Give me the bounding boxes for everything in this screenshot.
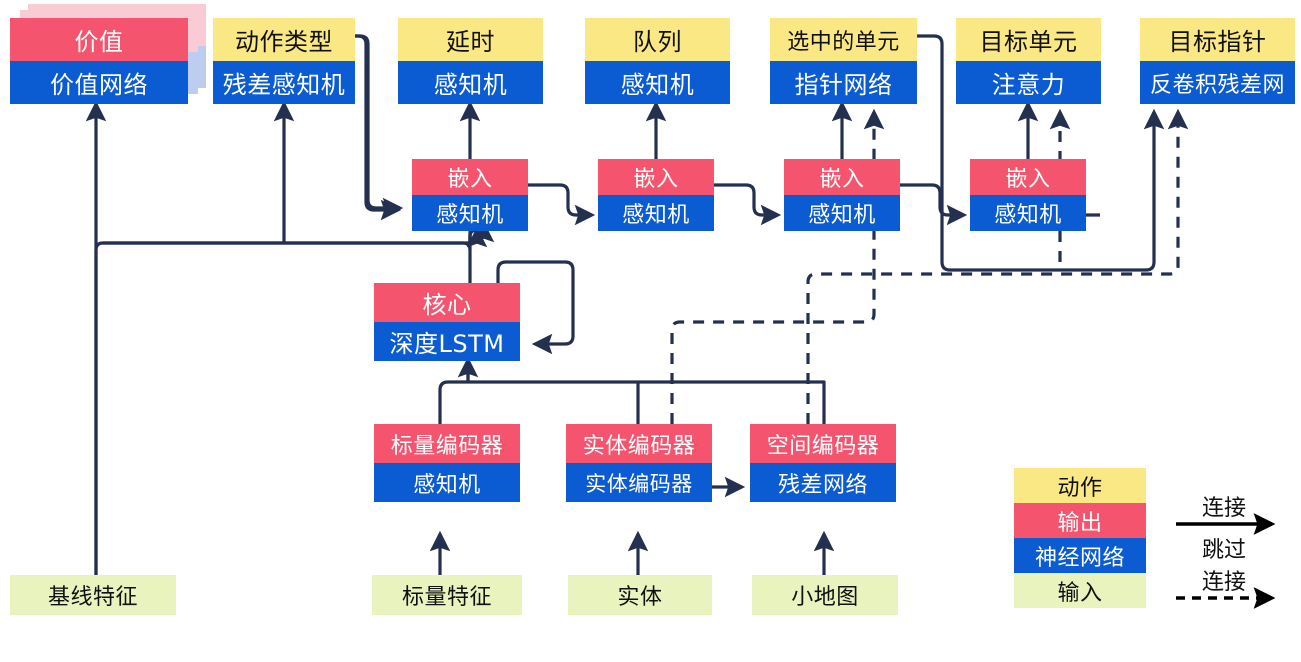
embed-box-3-output: 嵌入 (784, 159, 900, 195)
encoder-box-scalar[interactable]: 标量编码器 感知机 (374, 424, 520, 502)
output-head-queue-net: 感知机 (585, 61, 730, 104)
output-head-queue[interactable]: 队列 感知机 (585, 18, 730, 104)
encoder-box-scalar-net: 感知机 (374, 463, 520, 502)
legend-swatch-action: 动作 (1014, 468, 1146, 503)
legend-swatch-output: 输出 (1014, 503, 1146, 538)
embed-box-1-net: 感知机 (412, 195, 528, 231)
core-box[interactable]: 核心 深度LSTM (374, 283, 520, 361)
output-head-delay-action: 延时 (398, 18, 543, 61)
legend-swatch-input: 输入 (1014, 573, 1146, 608)
output-head-delay[interactable]: 延时 感知机 (398, 18, 543, 104)
core-box-output: 核心 (374, 283, 520, 322)
core-box-net: 深度LSTM (374, 322, 520, 361)
legend-connection-label: 连接 (1201, 496, 1246, 521)
output-head-selected-units[interactable]: 选中的单元 指针网络 (770, 18, 917, 104)
embed-box-2-net: 感知机 (598, 195, 714, 231)
input-box-minimap[interactable]: 小地图 (752, 575, 898, 615)
embed-box-1[interactable]: 嵌入 感知机 (412, 159, 528, 231)
encoder-box-entity-net: 实体编码器 (566, 463, 712, 502)
embed-box-2-output: 嵌入 (598, 159, 714, 195)
output-head-selected-units-action: 选中的单元 (770, 18, 917, 61)
embed-box-4[interactable]: 嵌入 感知机 (970, 159, 1086, 231)
input-box-entities[interactable]: 实体 (568, 575, 712, 615)
output-head-delay-net: 感知机 (398, 61, 543, 104)
encoder-box-entity-output: 实体编码器 (566, 424, 712, 463)
output-head-value[interactable]: 价值 价值网络 (10, 18, 188, 104)
output-head-value-net: 价值网络 (10, 61, 188, 104)
output-head-target-unit[interactable]: 目标单元 注意力 (956, 18, 1101, 104)
legend-skip-label-line1: 跳过 (1201, 538, 1246, 563)
embed-box-4-output: 嵌入 (970, 159, 1086, 195)
encoder-box-entity[interactable]: 实体编码器 实体编码器 (566, 424, 712, 502)
input-box-baseline-features[interactable]: 基线特征 (10, 575, 176, 615)
legend-skip-label-line2: 连接 (1201, 570, 1246, 595)
encoder-box-spatial-output: 空间编码器 (750, 424, 896, 463)
legend-swatch-neural-network: 神经网络 (1014, 538, 1146, 573)
embed-box-1-output: 嵌入 (412, 159, 528, 195)
embed-box-3-net: 感知机 (784, 195, 900, 231)
output-head-selected-units-net: 指针网络 (770, 61, 917, 104)
output-head-target-point-net: 反卷积残差网 (1140, 61, 1295, 104)
output-head-action-type[interactable]: 动作类型 残差感知机 (213, 18, 355, 104)
encoder-box-scalar-output: 标量编码器 (374, 424, 520, 463)
input-box-scalar-features[interactable]: 标量特征 (372, 575, 522, 615)
legend-swatch-stack: 动作 输出 神经网络 输入 (1014, 468, 1146, 608)
output-head-target-point-action: 目标指针 (1140, 18, 1295, 61)
output-head-target-point[interactable]: 目标指针 反卷积残差网 (1140, 18, 1295, 104)
output-head-action-type-action: 动作类型 (213, 18, 355, 61)
output-head-value-action: 价值 (10, 18, 188, 61)
encoder-box-spatial[interactable]: 空间编码器 残差网络 (750, 424, 896, 502)
embed-box-4-net: 感知机 (970, 195, 1086, 231)
output-head-target-unit-net: 注意力 (956, 61, 1101, 104)
output-head-action-type-net: 残差感知机 (213, 61, 355, 104)
output-head-queue-action: 队列 (585, 18, 730, 61)
embed-box-2[interactable]: 嵌入 感知机 (598, 159, 714, 231)
encoder-box-spatial-net: 残差网络 (750, 463, 896, 502)
embed-box-3[interactable]: 嵌入 感知机 (784, 159, 900, 231)
output-head-target-unit-action: 目标单元 (956, 18, 1101, 61)
